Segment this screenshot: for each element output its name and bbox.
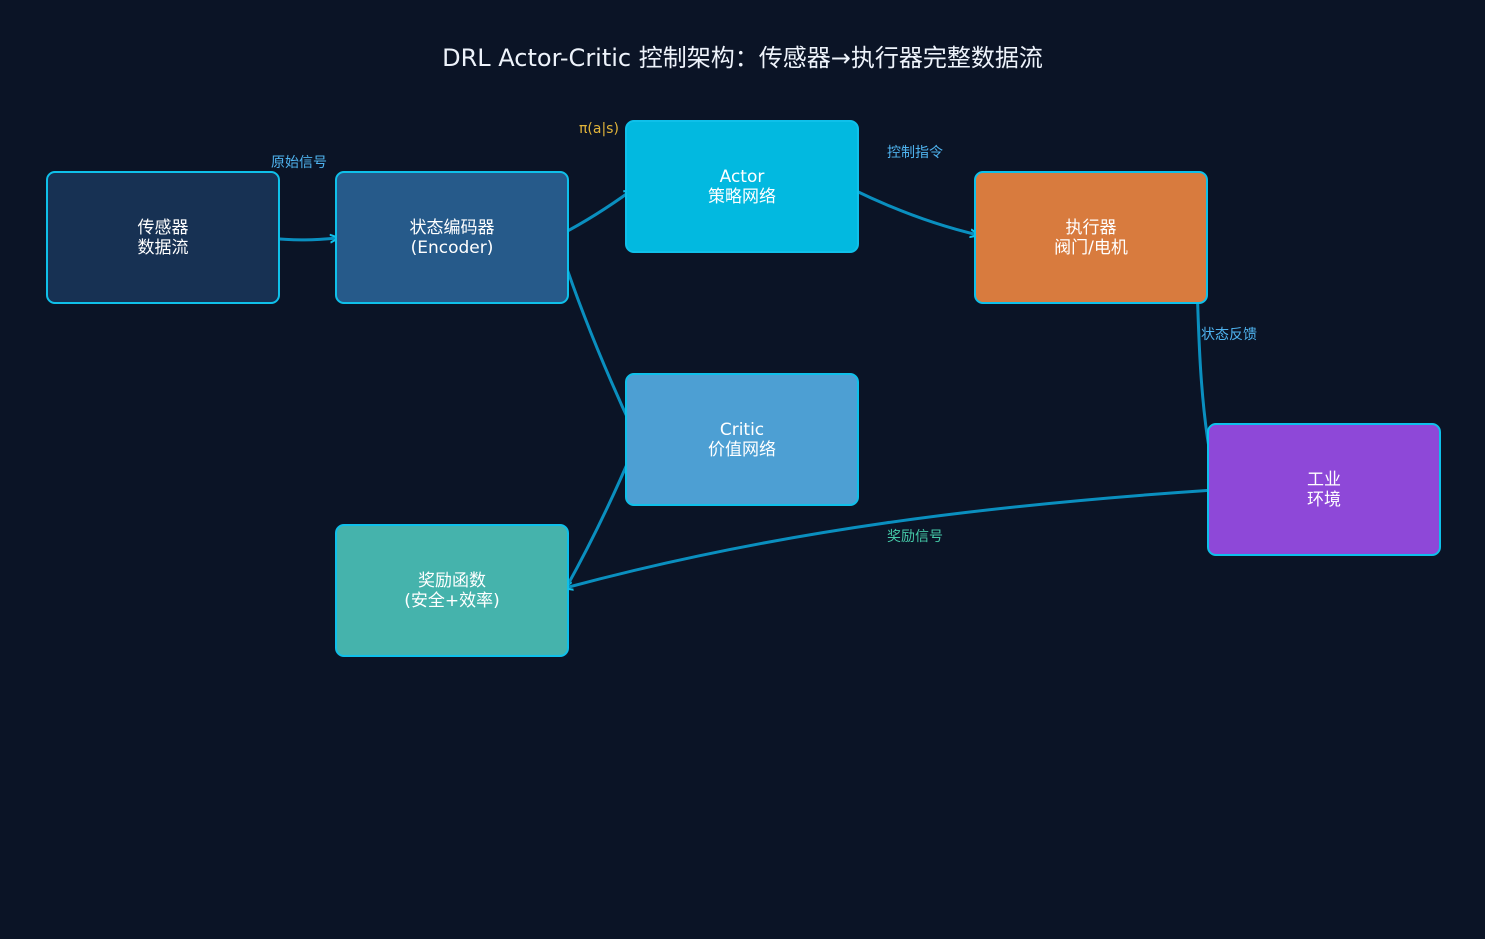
actuator-node-line1: 执行器 [1065, 217, 1117, 238]
environment-node-line2: 环境 [1307, 489, 1341, 510]
critic-node-line2: 价值网络 [708, 439, 776, 460]
sensor-node-line2: 数据流 [137, 237, 189, 258]
actuator-node-line2: 阀门/电机 [1054, 237, 1128, 258]
actuator-node[interactable]: 执行器 阀门/电机 [974, 171, 1208, 304]
edge-label-raw-signal: 原始信号 [271, 155, 327, 171]
reward-node-line2: (安全+效率) [404, 590, 500, 611]
sensor-node[interactable]: 传感器 数据流 [46, 171, 280, 304]
edge-encoder-to-critic [556, 240, 636, 432]
edge-label-reward-signal: 奖励信号 [887, 529, 943, 545]
actor-node[interactable]: Actor 策略网络 [625, 120, 859, 253]
environment-node-line1: 工业 [1307, 469, 1341, 490]
sensor-node-line1: 传感器 [137, 217, 189, 238]
edge-reward-to-critic [564, 448, 634, 590]
reward-node-line1: 奖励函数 [418, 570, 486, 591]
critic-node-line1: Critic [719, 419, 765, 440]
edge-environment-to-reward [565, 488, 1216, 588]
critic-node[interactable]: Critic 价值网络 [625, 373, 859, 506]
edge-label-policy: π(a|s) [579, 121, 619, 137]
edge-sensor-to-encoder [268, 238, 338, 240]
encoder-node-line2: (Encoder) [410, 237, 494, 258]
edge-label-state-feedback: 状态反馈 [1201, 327, 1257, 343]
actor-node-line1: Actor [719, 166, 765, 187]
diagram-title: DRL Actor-Critic 控制架构：传感器→执行器完整数据流 [442, 44, 1043, 72]
encoder-node-line1: 状态编码器 [409, 217, 495, 238]
actor-node-line2: 策略网络 [708, 186, 776, 207]
environment-node[interactable]: 工业 环境 [1207, 423, 1441, 556]
edge-actor-to-actuator [850, 187, 978, 235]
reward-node[interactable]: 奖励函数 (安全+效率) [335, 524, 569, 657]
edge-label-control-command: 控制指令 [887, 145, 943, 161]
encoder-node[interactable]: 状态编码器 (Encoder) [335, 171, 569, 304]
edge-encoder-to-actor [558, 190, 632, 237]
